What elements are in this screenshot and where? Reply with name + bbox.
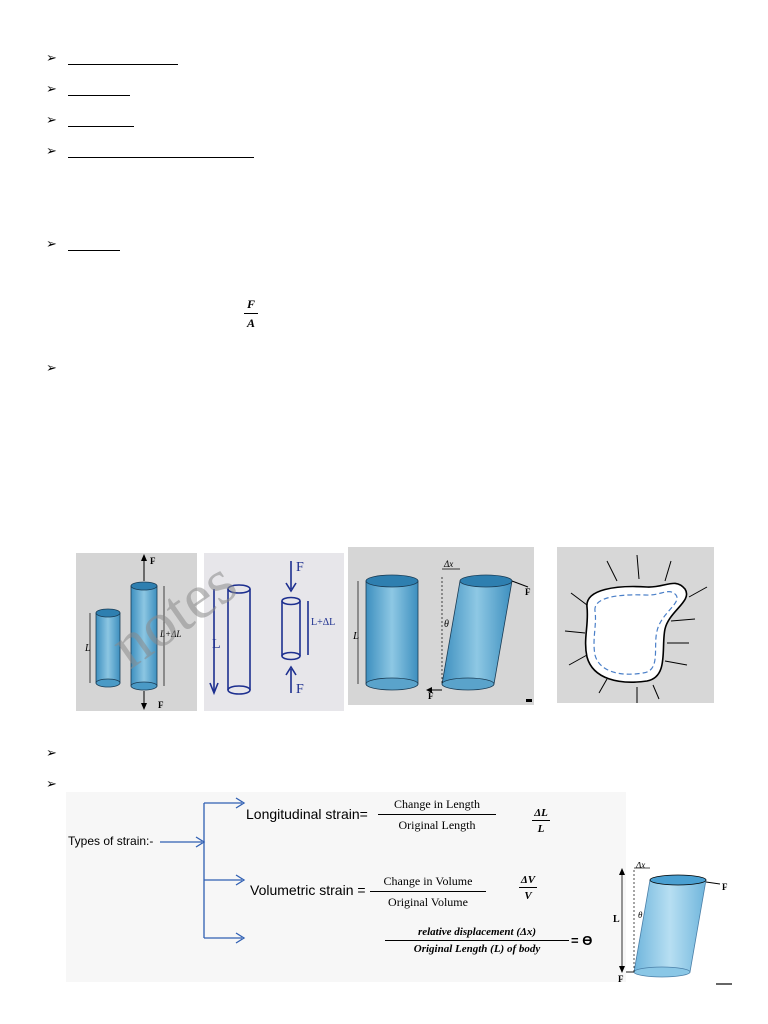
bullet-7: ➢: [46, 745, 57, 760]
heading-underline-1: [68, 64, 178, 65]
fig3-angle: θ: [444, 619, 449, 630]
longitudinal-fraction: Change in Length Original Length: [378, 797, 496, 833]
tension-diagram: F F L L+ΔL: [84, 554, 181, 710]
longitudinal-denominator: Original Length: [398, 818, 476, 832]
stress-denominator: A: [246, 316, 255, 330]
fig3-length: L: [352, 630, 359, 642]
figure-handdrawn-cylinders: F F L L+ΔL: [204, 553, 344, 711]
fig2-length-right: L+ΔL: [311, 617, 335, 628]
bullet-1: ➢: [46, 50, 57, 65]
heading-underline-3: [68, 126, 134, 127]
strain-branch-arrows: [160, 797, 246, 944]
shear-fraction: relative displacement (Δx) Original Leng…: [385, 926, 569, 955]
fig1-force-bottom: F: [158, 700, 164, 710]
fig3-force-left: F: [428, 691, 434, 701]
volumetric-symbol-num: ΔV: [519, 874, 537, 888]
figure-tension-cylinders: F F L L+ΔL: [76, 553, 197, 711]
longitudinal-numerator: Change in Length: [378, 797, 496, 815]
watermark-text: notes: [100, 546, 249, 682]
figure-bulk-compression: [557, 547, 714, 703]
figure-shear-cylinders: Δx L θ F F: [348, 547, 534, 705]
bullet-5: ➢: [46, 236, 57, 251]
volumetric-symbol-den: V: [524, 890, 532, 902]
longitudinal-symbol: ΔL L: [532, 807, 550, 835]
fig2-force-bottom: F: [296, 682, 304, 697]
shear-diagram: Δx L θ F F: [352, 559, 532, 702]
bulk-diagram: [564, 554, 708, 703]
bullet-3: ➢: [46, 112, 57, 127]
small-fig-length: L: [613, 914, 620, 925]
volumetric-denominator: Original Volume: [388, 895, 468, 909]
heading-underline-2: [68, 95, 130, 96]
types-of-strain-label: Types of strain:-: [68, 834, 154, 848]
longitudinal-symbol-num: ΔL: [532, 807, 550, 821]
stress-formula: F A: [244, 297, 258, 331]
volumetric-numerator: Change in Volume: [370, 874, 486, 892]
shear-numerator: relative displacement (Δx): [385, 926, 569, 941]
heading-underline-5: [68, 250, 120, 251]
shear-equals-theta: = ϴ: [571, 933, 593, 948]
fig2-length-left: L: [212, 637, 221, 652]
heading-underline-4: [68, 157, 254, 158]
handdrawn-diagram: F F L L+ΔL: [209, 560, 335, 697]
fig3-dx: Δx: [443, 559, 453, 569]
small-fig-angle: θ: [638, 910, 643, 920]
small-fig-dx: Δx: [635, 862, 645, 870]
fig1-force-top: F: [150, 556, 156, 566]
fig1-length-left: L: [84, 643, 91, 654]
fig3-force-right: F: [525, 587, 531, 597]
longitudinal-symbol-den: L: [537, 823, 545, 835]
fig1-length-right: L+ΔL: [159, 629, 181, 639]
fig2-force-top: F: [296, 560, 304, 575]
small-fig-force-right: F: [722, 882, 728, 892]
volumetric-strain-label: Volumetric strain =: [250, 882, 366, 898]
stress-numerator: F: [244, 297, 258, 314]
volumetric-symbol: ΔV V: [519, 874, 537, 902]
small-fig-force-left: F: [618, 974, 624, 984]
bullet-4: ➢: [46, 143, 57, 158]
bullet-6: ➢: [46, 360, 57, 375]
bullet-2: ➢: [46, 81, 57, 96]
watermark: notes: [100, 546, 249, 682]
shear-denominator: Original Length (L) of body: [413, 943, 541, 955]
bullet-8: ➢: [46, 776, 57, 791]
longitudinal-strain-label: Longitudinal strain=: [246, 806, 368, 822]
volumetric-fraction: Change in Volume Original Volume: [370, 874, 486, 910]
small-shear-figure: Δx L θ F F: [613, 862, 732, 985]
